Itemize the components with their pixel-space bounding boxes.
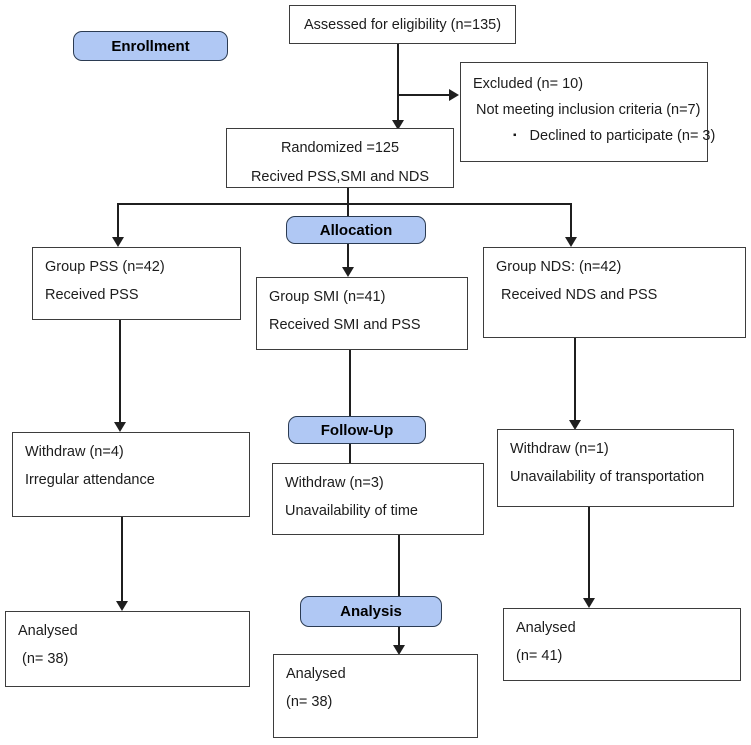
node-text: Received NDS and PSS [501,287,658,303]
stage-label-allocation: Allocation [286,216,426,244]
node-text: Assessed for eligibility (n=135) [303,16,502,33]
node-text: Unavailability of time [285,503,418,519]
node-text: Irregular attendance [25,472,155,488]
node-analysed-smi: Analysed (n= 38) [273,654,478,738]
node-group-nds: Group NDS: (n=42) Received NDS and PSS [483,247,746,338]
node-group-pss: Group PSS (n=42) Received PSS [32,247,241,320]
node-excluded: Excluded (n= 10) Not meeting inclusion c… [460,62,715,162]
node-text: Received PSS [45,287,139,303]
node-text: ▪ Declined to participate (n= 3) [513,128,715,144]
node-text: Withdraw (n=1) [510,441,609,457]
arrowheads [112,89,595,655]
stage-label-text: Analysis [340,603,402,620]
stage-label-text: Follow-Up [320,421,394,439]
node-text: Unavailability of transportation [510,469,705,485]
stage-label-text: Enrollment [111,37,190,55]
stage-label-text: Allocation [319,221,393,239]
node-text: Group PSS (n=42) [45,259,165,275]
node-text: (n= 38) [22,651,69,667]
node-assessed-eligibility: Assessed for eligibility (n=135) [289,5,516,44]
node-text: (n= 41) [516,648,563,664]
node-withdraw-nds: Withdraw (n=1) Unavailability of transpo… [497,429,734,507]
node-text: Recived PSS,SMI and NDS [250,168,430,185]
node-analysed-nds: Analysed (n= 41) [503,608,741,681]
node-text: Not meeting inclusion criteria (n=7) [476,102,701,118]
node-randomized: Randomized =125 Recived PSS,SMI and NDS [226,128,454,188]
stage-label-analysis: Analysis [300,596,442,627]
node-text: Analysed [286,666,346,682]
node-text: Withdraw (n=3) [285,475,384,491]
node-group-smi: Group SMI (n=41) Received SMI and PSS [256,277,468,350]
node-text: Excluded (n= 10) [473,76,584,92]
node-text: Group NDS: (n=42) [496,259,622,275]
node-text: Withdraw (n=4) [25,444,124,460]
node-text: Received SMI and PSS [269,317,421,333]
bullet-icon: ▪ [513,130,517,141]
node-text: Analysed [516,620,576,636]
stage-label-enrollment: Enrollment [73,31,228,61]
node-text: (n= 38) [286,694,333,710]
node-analysed-pss: Analysed (n= 38) [5,611,250,687]
node-text: Randomized =125 [280,139,400,156]
node-withdraw-smi: Withdraw (n=3) Unavailability of time [272,463,484,535]
node-withdraw-pss: Withdraw (n=4) Irregular attendance [12,432,250,517]
node-text: Analysed [18,623,78,639]
stage-label-follow-up: Follow-Up [288,416,426,444]
node-text: Group SMI (n=41) [269,289,386,305]
node-text: Declined to participate (n= 3) [529,128,716,144]
